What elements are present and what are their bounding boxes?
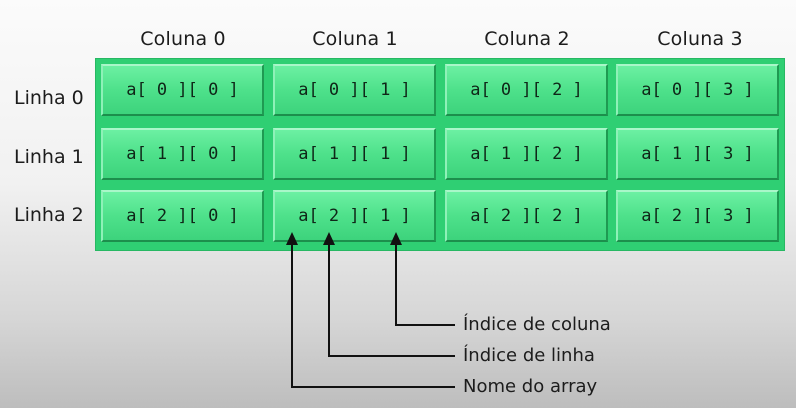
cell-1-3: a[ 1 ][ 3 ] xyxy=(616,128,779,180)
arrow-row-index xyxy=(328,243,455,357)
cell-2-2: a[ 2 ][ 2 ] xyxy=(445,190,608,242)
column-header-2: Coluna 2 xyxy=(484,28,570,50)
cell-2-1: a[ 2 ][ 1 ] xyxy=(273,190,436,242)
row-header-2: Linha 2 xyxy=(14,204,84,226)
arrow-array-name xyxy=(291,243,455,388)
cell-2-3: a[ 2 ][ 3 ] xyxy=(616,190,779,242)
column-header-3: Coluna 3 xyxy=(657,28,743,50)
column-header-1: Coluna 1 xyxy=(312,28,398,50)
label-array-name: Nome do array xyxy=(463,376,598,397)
cell-2-0: a[ 2 ][ 0 ] xyxy=(101,190,264,242)
cell-0-3: a[ 0 ][ 3 ] xyxy=(616,64,779,116)
array-grid: a[ 0 ][ 0 ] a[ 0 ][ 1 ] a[ 0 ][ 2 ] a[ 0… xyxy=(95,58,785,251)
cell-1-2: a[ 1 ][ 2 ] xyxy=(445,128,608,180)
row-header-0: Linha 0 xyxy=(14,87,84,109)
cell-1-1: a[ 1 ][ 1 ] xyxy=(273,128,436,180)
cell-0-2: a[ 0 ][ 2 ] xyxy=(445,64,608,116)
cell-1-0: a[ 1 ][ 0 ] xyxy=(101,128,264,180)
arrowhead-row-index xyxy=(323,232,335,245)
column-header-0: Coluna 0 xyxy=(140,28,226,50)
label-row-index: Índice de linha xyxy=(463,345,595,366)
cell-0-1: a[ 0 ][ 1 ] xyxy=(273,64,436,116)
row-header-1: Linha 1 xyxy=(14,146,84,168)
arrowhead-column-index xyxy=(390,232,402,245)
arrow-column-index xyxy=(395,243,455,326)
arrowhead-array-name xyxy=(286,232,298,245)
cell-0-0: a[ 0 ][ 0 ] xyxy=(101,64,264,116)
label-column-index: Índice de coluna xyxy=(463,314,611,335)
